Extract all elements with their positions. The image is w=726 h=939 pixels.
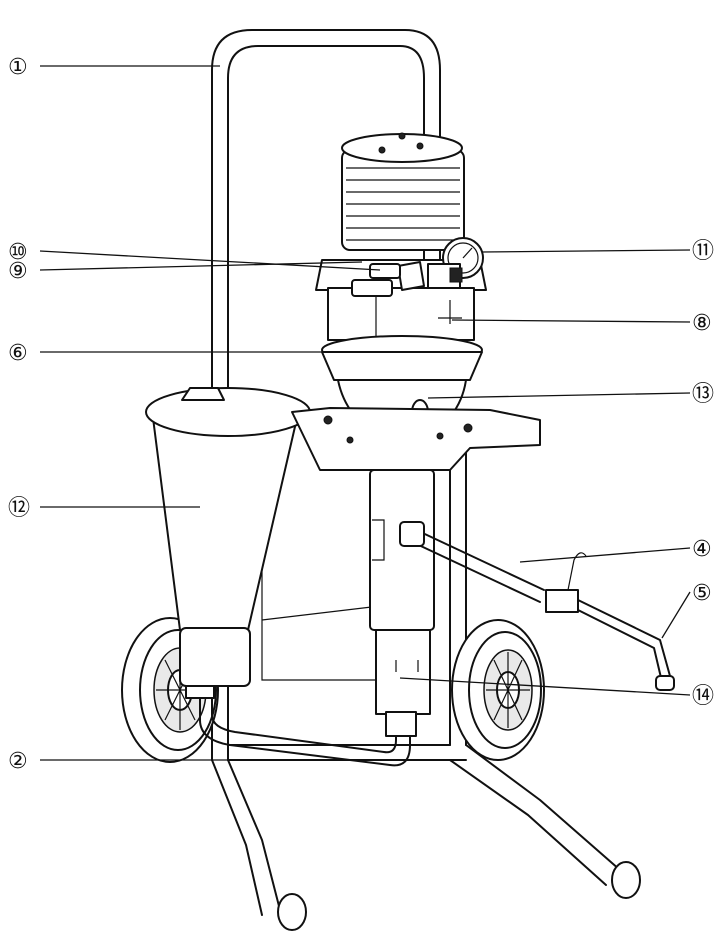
outlet-hose bbox=[399, 521, 675, 691]
callout-number: ⑧ bbox=[692, 311, 712, 336]
cart-legs bbox=[211, 744, 641, 931]
callout-12: ⑫ bbox=[8, 496, 30, 521]
callout-number: ⑥ bbox=[8, 341, 28, 366]
callout-2: ② bbox=[8, 749, 28, 774]
suction-hose bbox=[199, 697, 411, 767]
air-regulator bbox=[397, 237, 484, 324]
air-valve bbox=[351, 263, 401, 297]
callout-1: ① bbox=[8, 55, 28, 80]
right-wheel bbox=[451, 619, 545, 761]
air-motor-cover bbox=[341, 132, 465, 251]
callout-10: ⑩ bbox=[8, 240, 28, 265]
callout-6: ⑥ bbox=[8, 341, 28, 366]
callout-number: ① bbox=[8, 55, 28, 80]
callout-number: ⑪ bbox=[692, 239, 714, 264]
callout-9: ⑨ bbox=[8, 259, 28, 284]
callout-11: ⑪ bbox=[692, 239, 714, 264]
callout-number: ⑭ bbox=[692, 684, 714, 709]
callout-13: ⑬ bbox=[692, 382, 714, 407]
callout-number: ⑬ bbox=[692, 382, 714, 407]
callout-number: ④ bbox=[692, 537, 712, 562]
callout-14: ⑭ bbox=[692, 684, 714, 709]
callout-4: ④ bbox=[692, 537, 712, 562]
material-pump bbox=[369, 469, 435, 737]
callout-8: ⑧ bbox=[692, 311, 712, 336]
leader-lines bbox=[39, 65, 691, 761]
callout-number: ⑤ bbox=[692, 581, 712, 606]
mount-bracket bbox=[291, 407, 541, 471]
callout-number: ⑨ bbox=[8, 259, 28, 284]
callout-number: ⑩ bbox=[8, 240, 28, 265]
callout-number: ② bbox=[8, 749, 28, 774]
callout-5: ⑤ bbox=[692, 581, 712, 606]
callout-number: ⑫ bbox=[8, 496, 30, 521]
